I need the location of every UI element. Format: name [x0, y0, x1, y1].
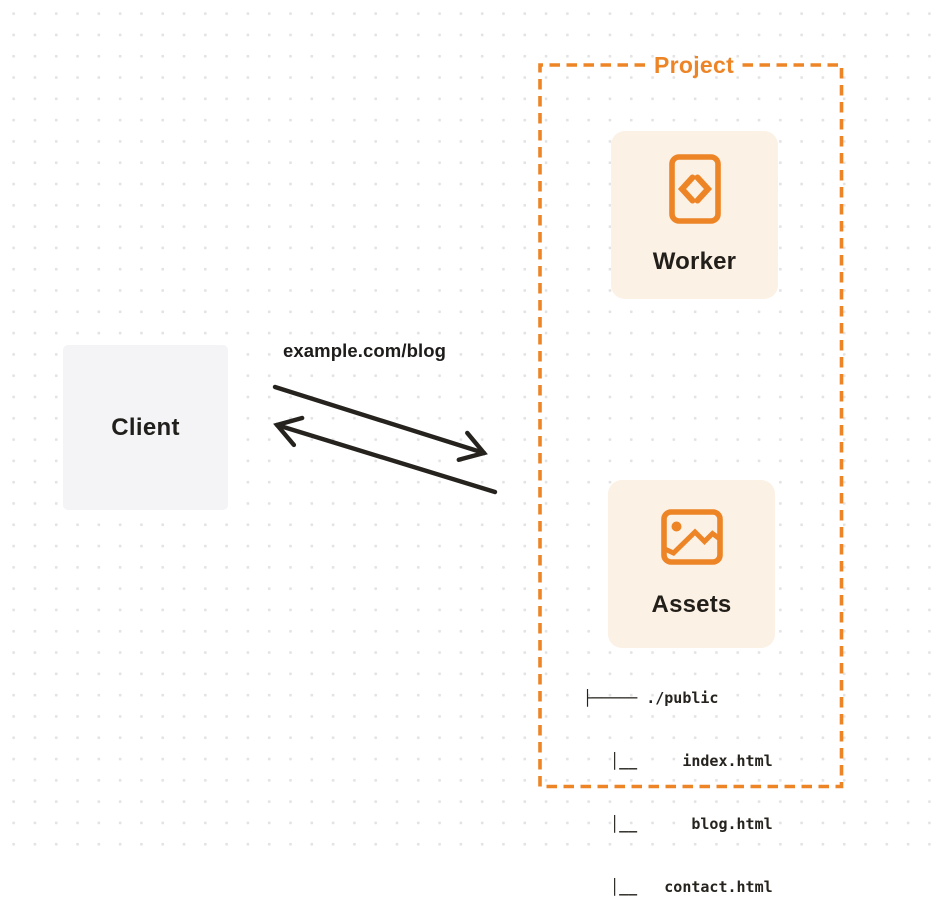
assets-card: Assets — [608, 480, 775, 648]
response-arrow — [273, 415, 498, 495]
project-dashed-border — [538, 63, 844, 789]
request-url-label: example.com/blog — [283, 340, 447, 361]
diagram-overlay — [272, 63, 844, 789]
file-tree-line-index: │__ index.html — [583, 752, 773, 770]
worker-card: Worker — [611, 131, 778, 299]
client-box: Client — [63, 345, 228, 510]
assets-label: Assets — [651, 591, 732, 618]
project-label: Project — [653, 52, 735, 78]
code-file-icon — [668, 154, 721, 224]
file-tree-line-blog: │__ blog.html — [583, 815, 773, 833]
assets-file-tree: ├───── ./public │__ index.html │__ blog.… — [583, 646, 773, 919]
worker-label: Worker — [652, 248, 737, 275]
file-tree-line-public: ├───── ./public — [583, 689, 719, 707]
file-tree-line-contact: │__ contact.html — [583, 878, 773, 896]
image-icon — [660, 509, 723, 565]
request-arrow — [272, 384, 488, 463]
client-label: Client — [111, 413, 180, 441]
